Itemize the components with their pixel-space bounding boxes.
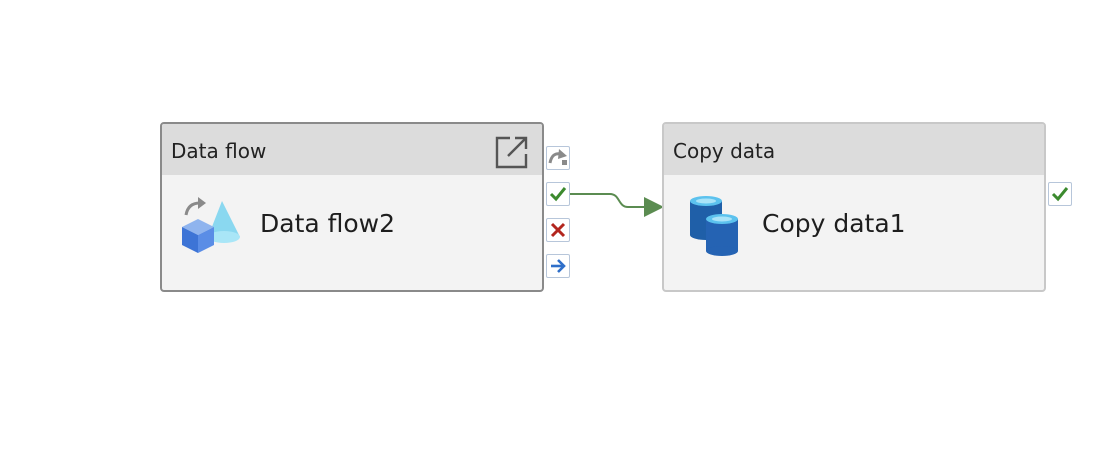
- activity-body: Data flow2: [162, 175, 542, 287]
- activity-type-label: Data flow: [171, 139, 267, 163]
- close-x-icon: [550, 222, 566, 238]
- completion-port[interactable]: [546, 254, 570, 278]
- activity-body: Copy data1: [664, 175, 1044, 287]
- activity-header: Copy data: [664, 124, 1044, 175]
- connector-arrowhead: [644, 197, 664, 217]
- checkmark-icon: [549, 187, 567, 202]
- activity-name: Data flow2: [260, 209, 396, 238]
- data-flow-icon: [182, 197, 240, 253]
- open-external-icon[interactable]: [494, 134, 530, 170]
- success-port[interactable]: [546, 182, 570, 206]
- checkmark-icon: [1051, 187, 1069, 202]
- skip-arrow-icon: [548, 149, 567, 165]
- success-port[interactable]: [1048, 182, 1072, 206]
- activity-data-flow[interactable]: Data flow Data flow2: [160, 122, 544, 292]
- copy-data-database-icon: [690, 196, 738, 256]
- activity-header: Data flow: [162, 124, 542, 175]
- connector-line: [570, 193, 646, 208]
- activity-name: Copy data1: [762, 209, 906, 238]
- activity-type-label: Copy data: [673, 139, 776, 163]
- arrow-right-icon: [551, 259, 566, 273]
- failure-port[interactable]: [546, 218, 570, 242]
- skipped-port[interactable]: [546, 146, 570, 170]
- activity-copy-data[interactable]: Copy data Copy data1: [662, 122, 1046, 292]
